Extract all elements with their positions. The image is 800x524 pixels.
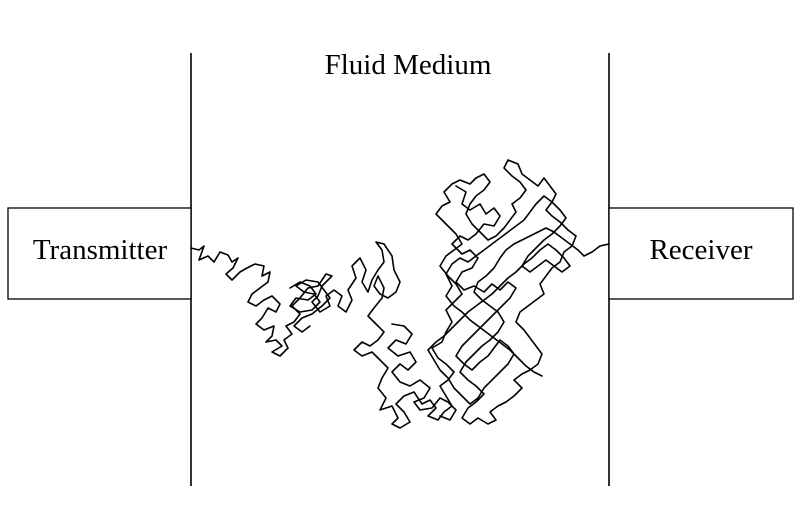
receiver-rect (608, 207, 794, 300)
transmitter-label: Transmitter (33, 234, 168, 266)
molecule-random-walk-left-cluster (289, 279, 331, 333)
receiver-box: Receiver (608, 207, 794, 300)
medium-label: Fluid Medium (325, 49, 492, 81)
transmitter-box: Transmitter (7, 207, 192, 300)
molecule-random-walk-loops (427, 185, 571, 405)
molecule-random-walk-path (190, 159, 610, 429)
molecule-random-walk-lower-cluster (387, 323, 457, 421)
transmitter-rect (7, 207, 192, 300)
receiver-label: Receiver (649, 234, 752, 266)
